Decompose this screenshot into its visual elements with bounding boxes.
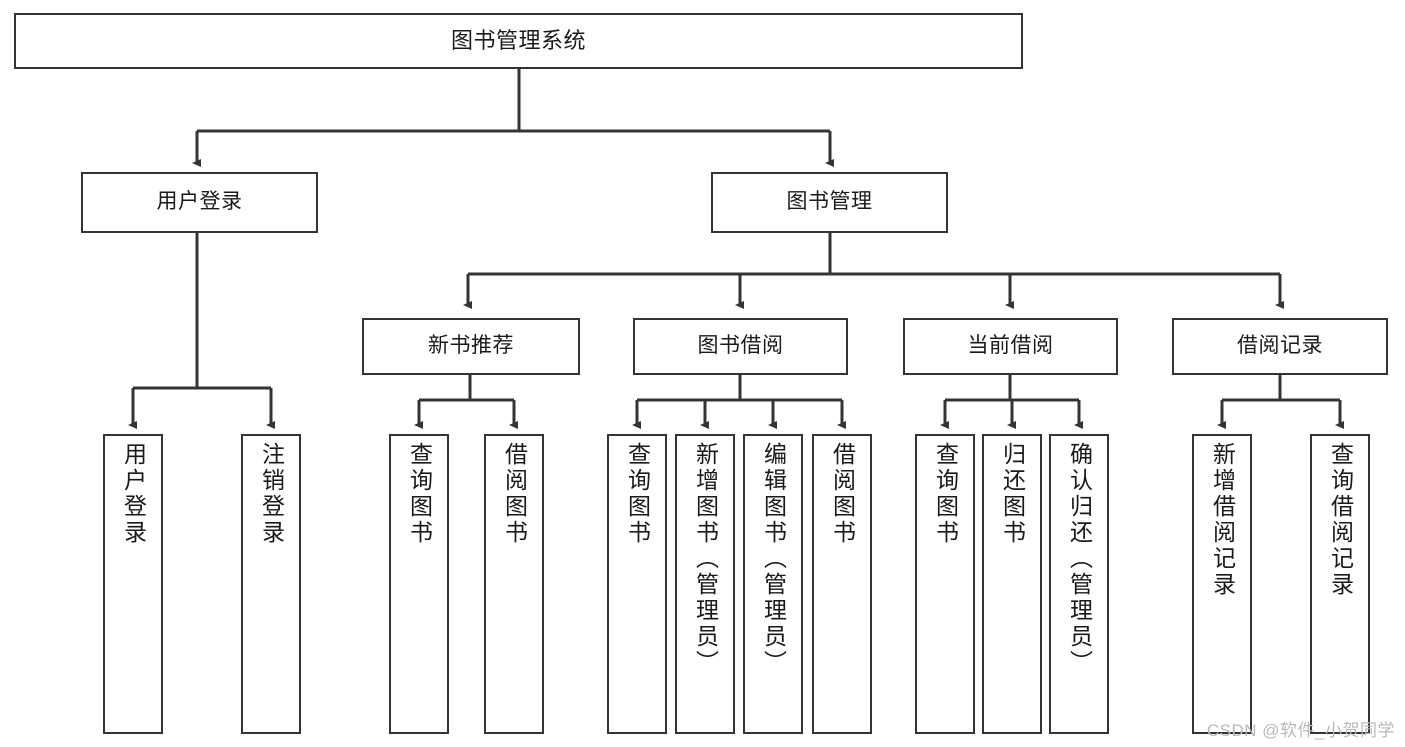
node-leaf-user-login[interactable]: 用户登录 bbox=[103, 434, 163, 734]
node-label: 当前借阅 bbox=[967, 334, 1054, 358]
watermark: CSDN @软件_小贺同学 bbox=[1206, 721, 1395, 740]
node-user-login[interactable]: 用户登录 bbox=[81, 172, 318, 233]
node-leaf-query-book-1[interactable]: 查询图书 bbox=[389, 434, 449, 734]
node-leaf-add-borrow-record[interactable]: 新增借阅记录 bbox=[1192, 434, 1252, 734]
node-label: 图书借阅 bbox=[697, 334, 784, 358]
node-label: 编辑图书（管理员） bbox=[760, 442, 787, 676]
node-label: 查询图书 bbox=[624, 442, 651, 546]
node-leaf-confirm-return-admin[interactable]: 确认归还（管理员） bbox=[1049, 434, 1109, 734]
node-leaf-query-borrow-record[interactable]: 查询借阅记录 bbox=[1310, 434, 1370, 734]
node-current-borrow[interactable]: 当前借阅 bbox=[903, 318, 1118, 375]
node-new-book-recommend[interactable]: 新书推荐 bbox=[362, 318, 580, 375]
node-leaf-edit-book-admin[interactable]: 编辑图书（管理员） bbox=[743, 434, 803, 734]
node-label: 借阅记录 bbox=[1237, 334, 1323, 358]
node-label: 注销登录 bbox=[258, 442, 285, 546]
node-book-borrow[interactable]: 图书借阅 bbox=[633, 318, 848, 375]
node-label: 查询图书 bbox=[932, 442, 959, 546]
node-label: 借阅图书 bbox=[501, 442, 528, 546]
node-label: 查询图书 bbox=[406, 442, 433, 546]
node-label: 图书管理 bbox=[786, 190, 873, 214]
node-label: 用户登录 bbox=[156, 190, 243, 214]
node-leaf-logout-login[interactable]: 注销登录 bbox=[241, 434, 301, 734]
node-label: 新增图书（管理员） bbox=[692, 442, 719, 676]
node-leaf-return-book[interactable]: 归还图书 bbox=[982, 434, 1042, 734]
node-book-management-system[interactable]: 图书管理系统 bbox=[14, 13, 1023, 69]
node-leaf-add-book-admin[interactable]: 新增图书（管理员） bbox=[675, 434, 735, 734]
node-book-management[interactable]: 图书管理 bbox=[711, 172, 948, 233]
node-leaf-query-book-2[interactable]: 查询图书 bbox=[607, 434, 667, 734]
node-label: 新书推荐 bbox=[428, 334, 514, 358]
node-label: 图书管理系统 bbox=[450, 28, 586, 54]
node-label: 归还图书 bbox=[999, 442, 1026, 546]
node-label: 查询借阅记录 bbox=[1327, 442, 1354, 598]
node-label: 用户登录 bbox=[120, 442, 147, 546]
node-leaf-query-book-3[interactable]: 查询图书 bbox=[915, 434, 975, 734]
node-label: 借阅图书 bbox=[829, 442, 856, 546]
node-label: 确认归还（管理员） bbox=[1066, 442, 1093, 676]
node-borrow-record[interactable]: 借阅记录 bbox=[1172, 318, 1388, 375]
node-leaf-borrow-book-1[interactable]: 借阅图书 bbox=[484, 434, 544, 734]
node-label: 新增借阅记录 bbox=[1209, 442, 1236, 598]
node-leaf-borrow-book-2[interactable]: 借阅图书 bbox=[812, 434, 872, 734]
